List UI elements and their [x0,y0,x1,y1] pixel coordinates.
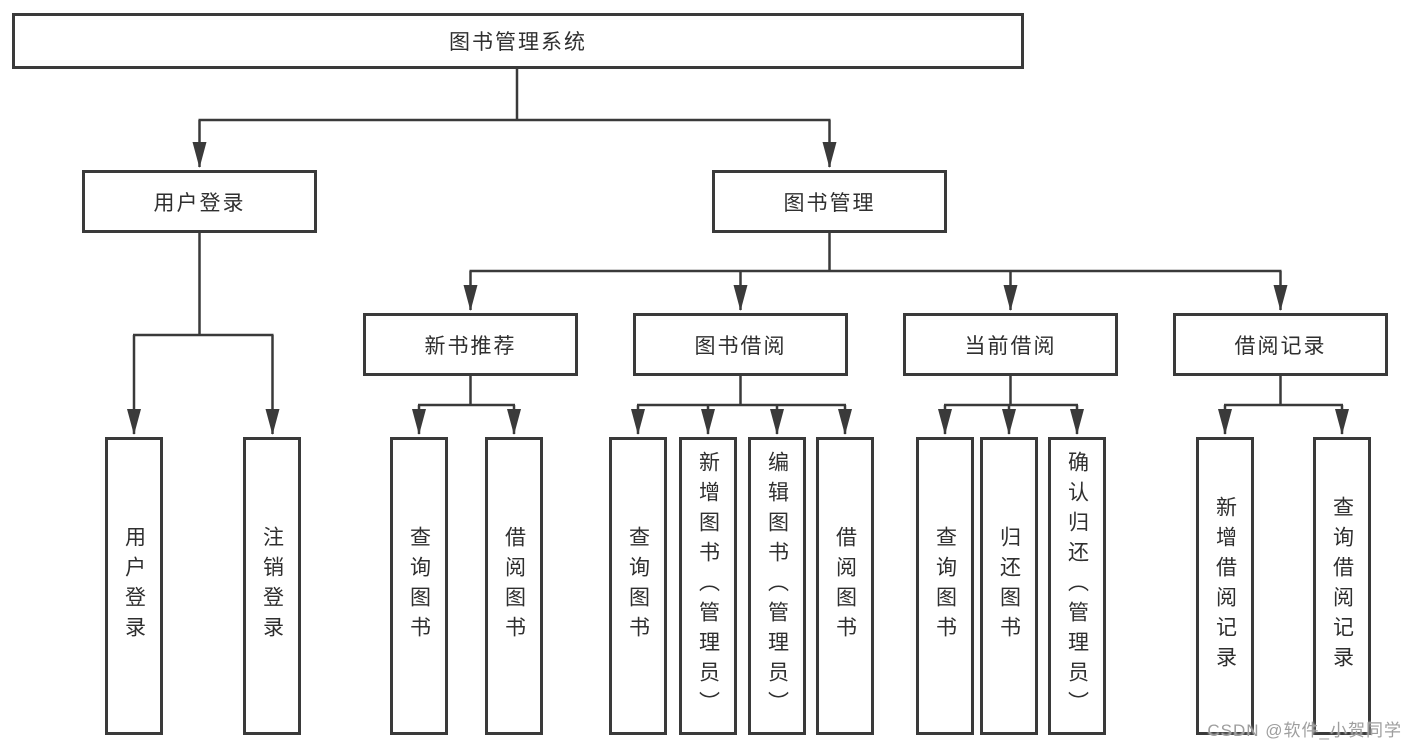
leaf-user-login: 用户登录 [105,437,163,735]
leaf-query-books-recommend: 查询图书 [390,437,448,735]
branch-root [192,69,837,168]
branch-book-management [463,233,1288,311]
leaf-add-borrow-record-label: 新增借阅记录 [1213,496,1237,676]
node-borrow-records-label: 借阅记录 [1234,334,1327,358]
watermark: CSDN @软件_小贺同学 [1207,721,1402,740]
leaf-edit-books-admin: 编辑图书（管理员） [748,437,806,735]
node-user-login: 用户登录 [82,170,317,233]
leaf-add-books-admin: 新增图书（管理员） [679,437,737,735]
node-book-borrow: 图书借阅 [633,313,848,376]
node-current-borrow-label: 当前借阅 [964,334,1057,358]
leaf-query-books-borrow: 查询图书 [609,437,667,735]
node-root-label: 图书管理系统 [449,31,587,54]
leaf-borrow-books-recommend: 借阅图书 [485,437,543,735]
leaf-query-books-borrow-label: 查询图书 [626,526,650,646]
branch-book-borrow [631,376,852,435]
node-book-management: 图书管理 [712,170,947,233]
leaf-query-borrow-record: 查询借阅记录 [1313,437,1371,735]
leaf-logout-label: 注销登录 [260,526,284,646]
branch-current-borrow [938,376,1084,435]
leaf-borrow-books: 借阅图书 [816,437,874,735]
leaf-query-borrow-record-label: 查询借阅记录 [1330,496,1354,676]
node-new-book-recommend: 新书推荐 [363,313,578,376]
leaf-user-login-label: 用户登录 [122,526,146,646]
leaf-query-books-current: 查询图书 [916,437,974,735]
leaf-query-books-current-label: 查询图书 [933,526,957,646]
branch-borrow-records [1218,376,1349,435]
node-user-login-label: 用户登录 [153,191,246,215]
leaf-borrow-books-recommend-label: 借阅图书 [502,526,526,646]
leaf-confirm-return-admin: 确认归还（管理员） [1048,437,1106,735]
leaf-return-books: 归还图书 [980,437,1038,735]
node-book-management-label: 图书管理 [783,191,876,215]
leaf-return-books-label: 归还图书 [997,526,1021,646]
node-borrow-records: 借阅记录 [1173,313,1388,376]
node-current-borrow: 当前借阅 [903,313,1118,376]
leaf-edit-books-admin-label: 编辑图书（管理员） [765,451,789,721]
leaf-add-borrow-record: 新增借阅记录 [1196,437,1254,735]
branch-user-login [127,233,280,435]
node-new-book-recommend-label: 新书推荐 [424,334,517,358]
leaf-add-books-admin-label: 新增图书（管理员） [696,451,720,721]
branch-new-book-recommend [412,376,521,435]
leaf-logout: 注销登录 [243,437,301,735]
leaf-borrow-books-label: 借阅图书 [833,526,857,646]
leaf-confirm-return-admin-label: 确认归还（管理员） [1065,451,1089,721]
node-book-borrow-label: 图书借阅 [694,334,787,358]
leaf-query-books-recommend-label: 查询图书 [407,526,431,646]
node-root: 图书管理系统 [12,13,1024,69]
